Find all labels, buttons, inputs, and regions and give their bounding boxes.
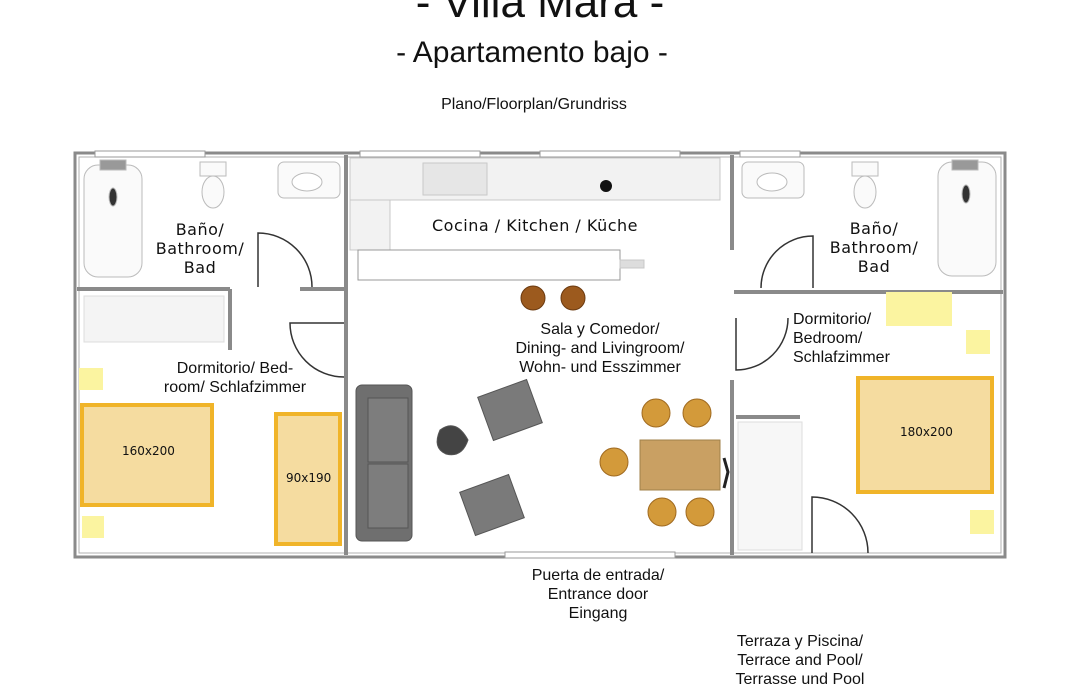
terrace-label: Terraza y Piscina/ Terrace and Pool/ Ter…	[735, 633, 865, 689]
window-kitchen-right	[539, 150, 681, 158]
windows	[94, 150, 801, 559]
nightstand-left-1	[79, 368, 103, 390]
bed-160x200	[80, 403, 214, 507]
bed-label-160x200: 160x200	[122, 444, 175, 458]
dining-set	[599, 398, 730, 527]
page-title: - Villa Mara -	[415, 0, 665, 27]
side-table	[436, 425, 469, 456]
bed-label-180x200: 180x200	[900, 425, 953, 439]
bath-right-fixtures	[741, 159, 997, 277]
wardrobe-right	[737, 421, 803, 551]
bathtub-tap-left	[99, 159, 127, 171]
dining-chair-5	[685, 497, 715, 527]
nightstand-right-top	[886, 292, 952, 326]
bathtub-drain-left	[108, 187, 118, 207]
dining-chair-4	[647, 497, 677, 527]
bath-left-fixtures	[83, 159, 341, 278]
dining-chair-2	[682, 398, 712, 428]
island-extension	[619, 259, 645, 269]
entrance-opening	[504, 551, 676, 559]
toilet-tank-left	[199, 161, 227, 177]
bathtub-drain-right	[961, 184, 971, 204]
kitchen-counter	[349, 157, 721, 201]
room-label-bath-left: Baño/ Bathroom/ Bad	[155, 220, 245, 278]
kitchen-counter-side	[349, 199, 391, 251]
door-bedroom-right	[735, 317, 789, 371]
kitchen-island	[357, 249, 621, 281]
kitchen-sink	[422, 162, 488, 196]
basin-right	[756, 172, 788, 192]
interior-walls	[77, 155, 1003, 555]
bed-180x200	[856, 376, 994, 494]
room-label-kitchen: Cocina / Kitchen / Küche	[432, 216, 639, 235]
room-label-bedroom-left: Dormitorio/ Bed- room/ Schlafzimmer	[163, 360, 307, 397]
bathtub-tap-right	[951, 159, 979, 171]
page-subtitle: - Apartamento bajo -	[396, 36, 668, 69]
window-right	[739, 150, 801, 158]
bed-label-90x190: 90x190	[286, 471, 332, 485]
doors	[257, 232, 869, 554]
door-terrace	[811, 496, 869, 554]
door-bath-left	[257, 232, 313, 288]
nightstand-left-2	[82, 516, 104, 538]
dining-chair-3	[599, 447, 629, 477]
bar-stool-1	[520, 285, 546, 311]
window-kitchen-left	[359, 150, 481, 158]
nightstand-right-2	[970, 510, 994, 534]
sofa-cushion-1	[367, 397, 409, 463]
window-left	[94, 150, 206, 158]
outer-wall	[73, 151, 1007, 559]
toilet-tank-right	[851, 161, 879, 177]
armchair-2	[459, 473, 525, 537]
pillar-marker	[722, 457, 730, 489]
toilet-bowl-left	[201, 175, 225, 209]
armchairs	[436, 378, 543, 537]
armchair-1	[477, 378, 543, 442]
wardrobe-left	[83, 295, 225, 343]
dining-table	[639, 439, 721, 491]
door-bedroom-left	[289, 322, 345, 378]
door-bath-right	[760, 235, 814, 289]
bed-90x190	[274, 412, 342, 546]
nightstand-right-1	[966, 330, 990, 354]
stove-knob-icon	[600, 180, 612, 192]
kitchen-fixtures	[349, 157, 721, 281]
room-label-bath-right: Baño/ Bathroom/ Bad	[829, 219, 919, 277]
room-label-bedroom-right: Dormitorio/ Bedroom/ Schlafzimmer	[793, 311, 890, 367]
sofa	[355, 384, 413, 542]
bathtub-left	[83, 164, 143, 278]
plan-caption: Plano/Floorplan/Grundriss	[441, 96, 627, 113]
room-label-living: Sala y Comedor/ Dining- and Livingroom/ …	[515, 321, 685, 377]
basin-left	[291, 172, 323, 192]
bar-stool-2	[560, 285, 586, 311]
bedroom-left-furniture	[79, 295, 342, 546]
dining-chair-1	[641, 398, 671, 428]
entrance-label: Puerta de entrada/ Entrance door Eingang	[531, 567, 665, 623]
bar-stools	[520, 285, 586, 311]
bathtub-right	[937, 161, 997, 277]
sofa-cushion-2	[367, 463, 409, 529]
toilet-bowl-right	[853, 175, 877, 209]
bedroom-right-furniture	[737, 292, 994, 551]
